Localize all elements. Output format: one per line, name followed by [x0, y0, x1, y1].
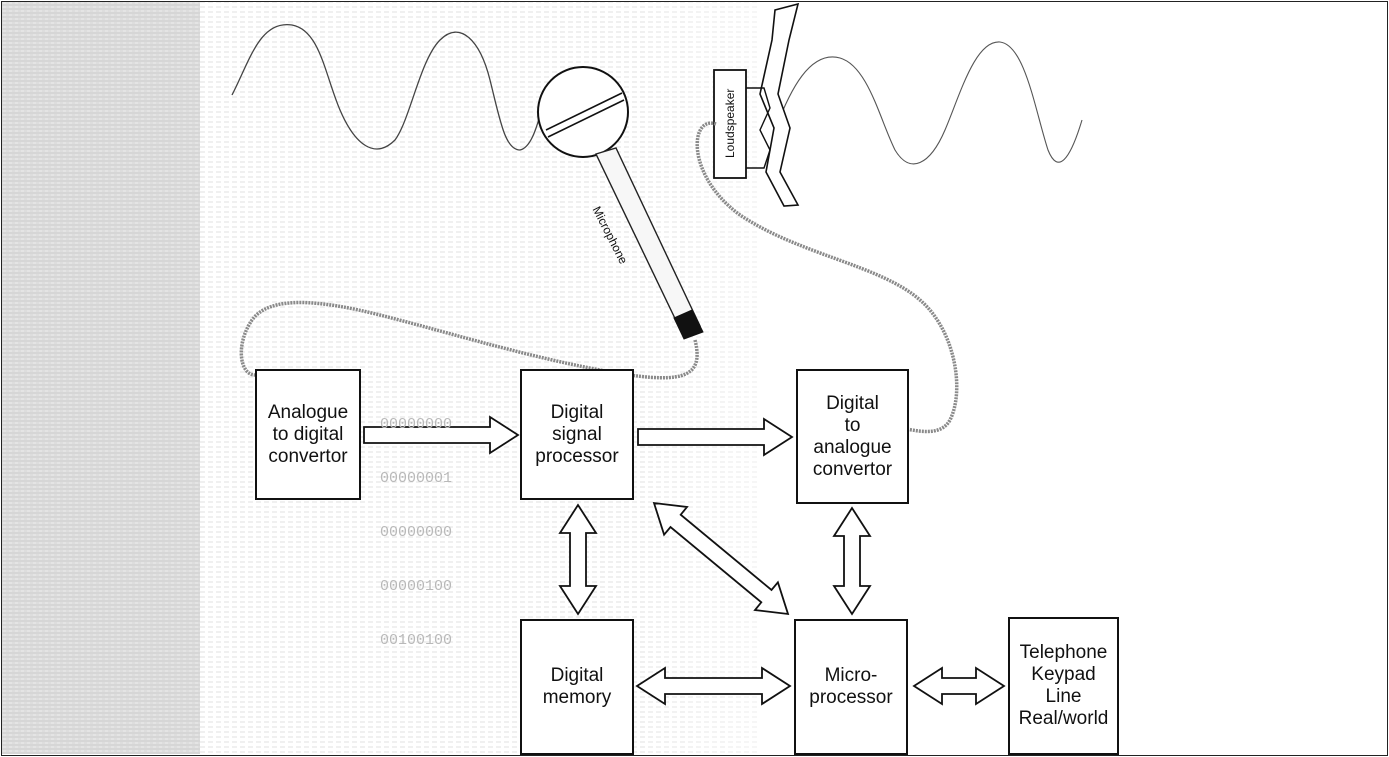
memory-microprocessor-arrow [635, 666, 792, 706]
binary-stream: 00000000 00000001 00000000 00000100 0010… [380, 380, 452, 686]
dsp-label: Digital signal processor [535, 401, 619, 467]
dac-block: Digital to analogue convertor [796, 369, 909, 504]
microprocessor-block: Micro- processor [794, 619, 908, 755]
binary-line: 00000000 [380, 416, 453, 433]
dsp-to-dac-arrow [637, 417, 794, 457]
microphone-cable [239, 300, 699, 380]
binary-line: 00000000 [380, 524, 453, 541]
external-interface-block: Telephone Keypad Line Real/world [1008, 617, 1119, 755]
dac-label: Digital to analogue convertor [812, 392, 893, 480]
memory-label: Digital memory [542, 665, 612, 708]
microprocessor-label: Micro- processor [809, 665, 893, 708]
memory-block: Digital memory [520, 619, 634, 755]
background-texture [2, 2, 202, 754]
loudspeaker-label: Loudspeaker [723, 88, 737, 158]
external-interface-label: Telephone Keypad Line Real/world [1018, 642, 1109, 729]
loudspeaker-cable [695, 121, 959, 434]
adc-block: Analogue to digital convertor [255, 369, 361, 500]
loudspeaker-icon [713, 2, 800, 207]
dsp-microprocessor-arrow [652, 501, 790, 616]
dac-microprocessor-arrow [832, 506, 872, 616]
output-sound-wave [774, 41, 1083, 165]
binary-line: 00100100 [380, 632, 453, 649]
arrows-group [363, 415, 1006, 706]
binary-line: 00000001 [380, 470, 453, 487]
adc-label: Analogue to digital convertor [267, 401, 349, 467]
input-sound-wave [231, 24, 541, 151]
binary-line: 00000100 [380, 578, 453, 595]
dsp-memory-arrow [558, 503, 598, 616]
microprocessor-external-arrow [912, 666, 1006, 706]
microphone-icon [537, 66, 704, 340]
adc-to-dsp-arrow [363, 415, 520, 455]
dsp-block: Digital signal processor [520, 369, 634, 500]
